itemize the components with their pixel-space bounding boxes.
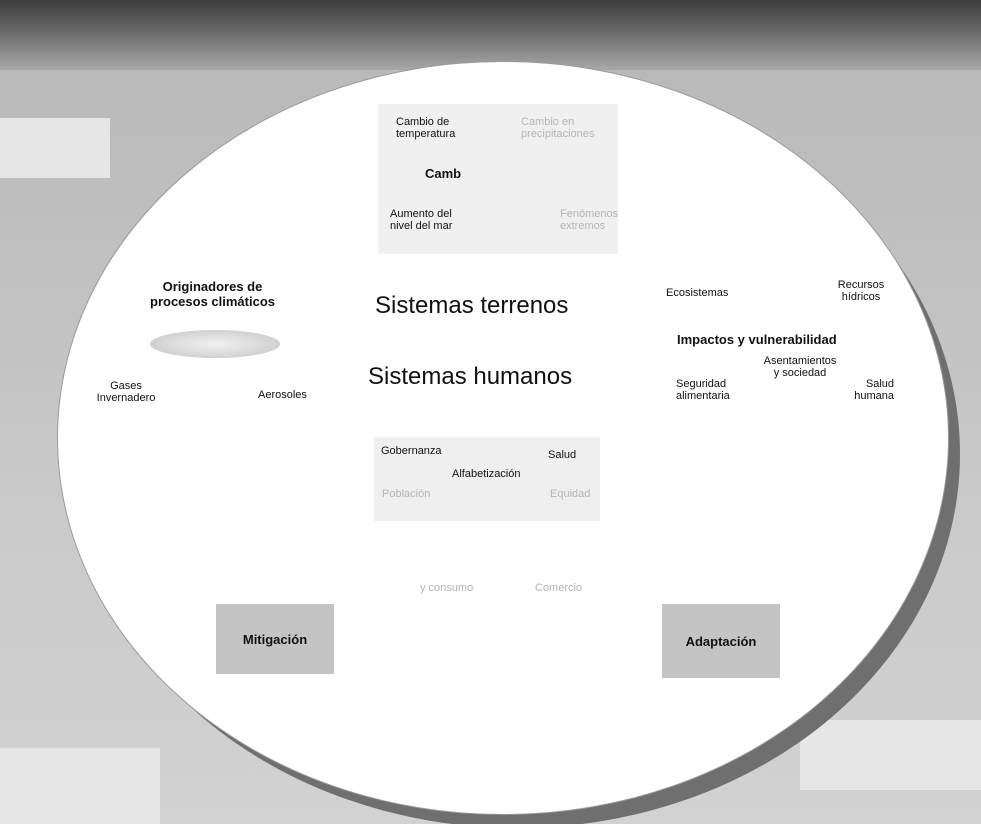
top-shaded-band (0, 0, 981, 70)
socio-health-label: Salud (548, 449, 577, 461)
literacy-label: Alfabetización (452, 468, 521, 480)
socioeconomic-panel (374, 437, 600, 521)
mitigation-box: Mitigación (216, 604, 334, 674)
aerosols-label: Aerosoles (258, 389, 307, 401)
ecosystems-label: Ecosistemas (666, 287, 729, 299)
trade-label: Comercio (535, 582, 583, 594)
earth-systems-title: Sistemas terrenos (375, 292, 569, 319)
precipitation-change-label: Cambio en precipitaciones (521, 116, 595, 141)
extreme-events-label: Fenómenos extremos (560, 208, 619, 233)
climate-drivers-title: Originadores de procesos climáticos (150, 279, 275, 309)
impacts-vulnerability-title: Impactos y vulnerabilidad (677, 332, 837, 347)
human-systems-title: Sistemas humanos (368, 363, 573, 390)
background-light-patch (800, 720, 981, 790)
settlements-society-label: Asentamientos y sociedad (763, 355, 837, 380)
temperature-change-label: Cambio de temperatura (396, 116, 456, 141)
adaptation-label: Adaptación (685, 633, 757, 649)
adaptation-box: Adaptación (662, 604, 780, 678)
equity-label: Equidad (550, 488, 591, 500)
background-light-patch (0, 748, 160, 824)
consumption-label: y consumo (420, 582, 474, 594)
sea-level-rise-label: Aumento del nivel del mar (390, 208, 453, 233)
background-light-patch (0, 118, 110, 178)
mitigation-label: Mitigación (242, 631, 308, 647)
water-resources-label: Recursos hídricos (837, 279, 885, 304)
greenhouse-gases-label: Gases Invernadero (96, 380, 156, 405)
human-health-label: Salud humana (854, 378, 894, 403)
climate-change-panel (378, 104, 618, 254)
climate-change-title: Camb (425, 166, 462, 181)
governance-label: Gobernanza (381, 445, 442, 457)
drivers-lens-graphic (150, 330, 280, 358)
food-security-label: Seguridad alimentaria (676, 378, 730, 403)
population-label: Población (382, 488, 431, 500)
